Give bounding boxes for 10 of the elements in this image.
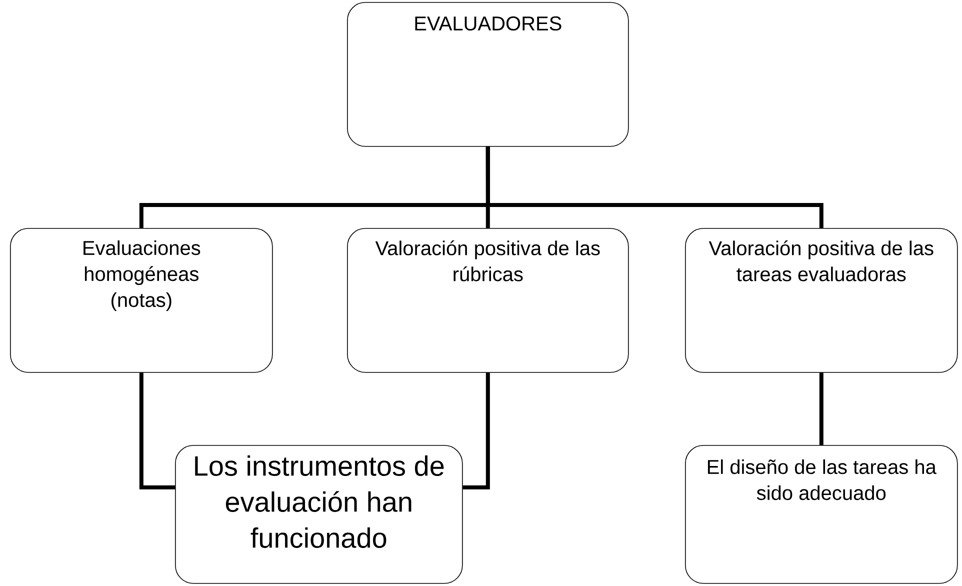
connector-line: [819, 372, 824, 445]
connector-line: [462, 372, 490, 490]
text-box: Valoración positiva de las rúbricas: [347, 228, 629, 373]
text-box: El diseño de las tareas ha sido adecuado: [685, 445, 958, 584]
text-box: Evaluaciones homogéneas (notas): [10, 228, 273, 373]
text-box: Valoración positiva de las tareas evaluadoras: [685, 228, 958, 373]
connector-line: [139, 372, 175, 490]
connector-line: [486, 146, 824, 228]
text-box: Los instrumentos de evaluación han funcionado: [175, 445, 463, 584]
text-box: EVALUADORES: [347, 2, 629, 147]
